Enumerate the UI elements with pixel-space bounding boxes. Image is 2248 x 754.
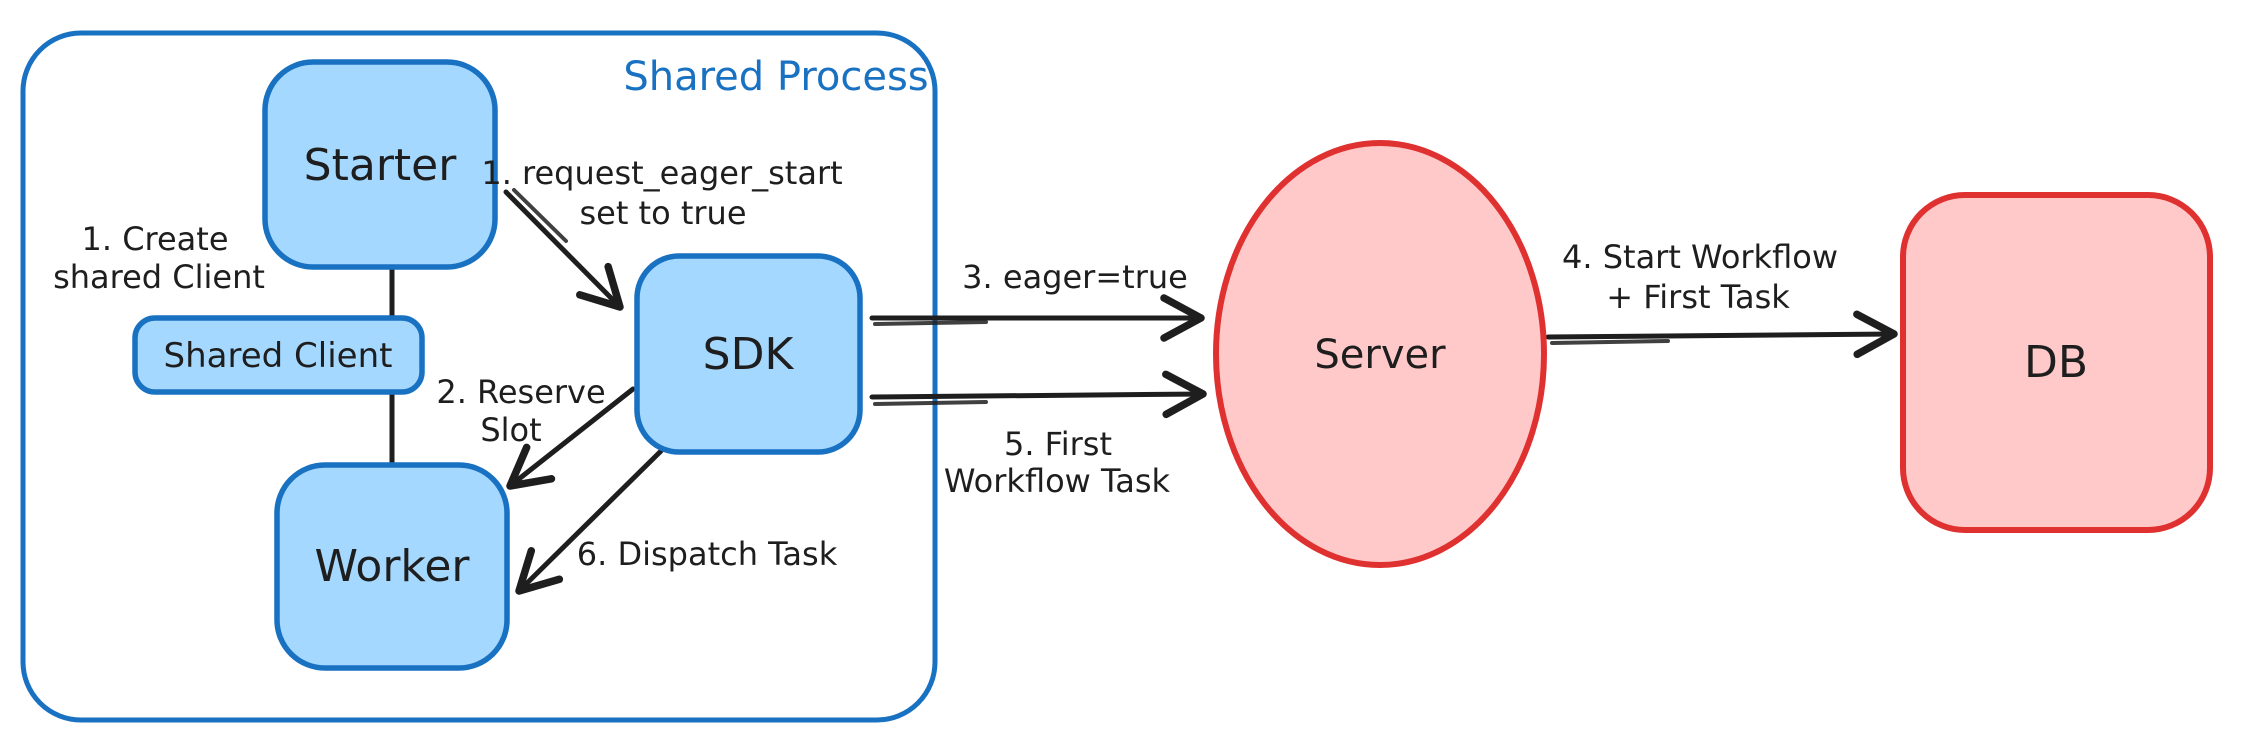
- arrow-first-workflow-task: [869, 370, 1207, 419]
- arrow-eager-true-sketch-stroke: [873, 320, 988, 326]
- arrow-start-workflow: [1545, 310, 1898, 359]
- annotation-first-workflow-task-line2: Workflow Task: [944, 462, 1171, 500]
- annotation-start-workflow-line1: 4. Start Workflow: [1562, 238, 1838, 276]
- starter-label: Starter: [304, 140, 458, 191]
- sdk-node: [634, 253, 863, 455]
- arrow-dispatch-task: [515, 448, 664, 595]
- arrow-request-eager-start-sketch-stroke: [512, 188, 568, 243]
- annotation-request-eager-start-line1: 1. request_eager_start: [481, 154, 842, 192]
- worker-node: [274, 462, 510, 671]
- starter-node: [262, 59, 498, 270]
- shared-process-container: [20, 30, 938, 723]
- shared-process-label: Shared Process: [623, 54, 928, 100]
- worker-label: Worker: [314, 541, 470, 592]
- annotation-request-eager-start-line2: set to true: [579, 194, 746, 232]
- shared-client-node: [132, 315, 425, 395]
- arrow-request-eager-start: [503, 189, 624, 311]
- annotation-create-shared-client-line1: 1. Create: [81, 220, 228, 258]
- db-node: [1900, 192, 2213, 533]
- annotation-dispatch-task: 6. Dispatch Task: [577, 535, 838, 573]
- server-label: Server: [1314, 332, 1446, 378]
- arrow-reserve-slot: [506, 386, 636, 490]
- annotation-first-workflow-task-line1: 5. First: [1004, 425, 1112, 463]
- arrow-start-workflow-sketch-stroke: [1550, 339, 1670, 345]
- sdk-label: SDK: [703, 329, 795, 380]
- annotation-reserve-slot-line1: 2. Reserve: [436, 373, 605, 411]
- arrow-first-workflow-task-sketch-stroke: [873, 400, 988, 406]
- annotation-eager-true: 3. eager=true: [962, 258, 1188, 296]
- annotation-create-shared-client-line2: shared Client: [53, 258, 265, 296]
- db-label: DB: [2024, 337, 2088, 388]
- annotation-start-workflow-line2: + First Task: [1606, 278, 1790, 316]
- annotation-reserve-slot-line2: Slot: [480, 411, 541, 449]
- server-node: [1213, 140, 1547, 568]
- shared-client-label: Shared Client: [164, 336, 393, 376]
